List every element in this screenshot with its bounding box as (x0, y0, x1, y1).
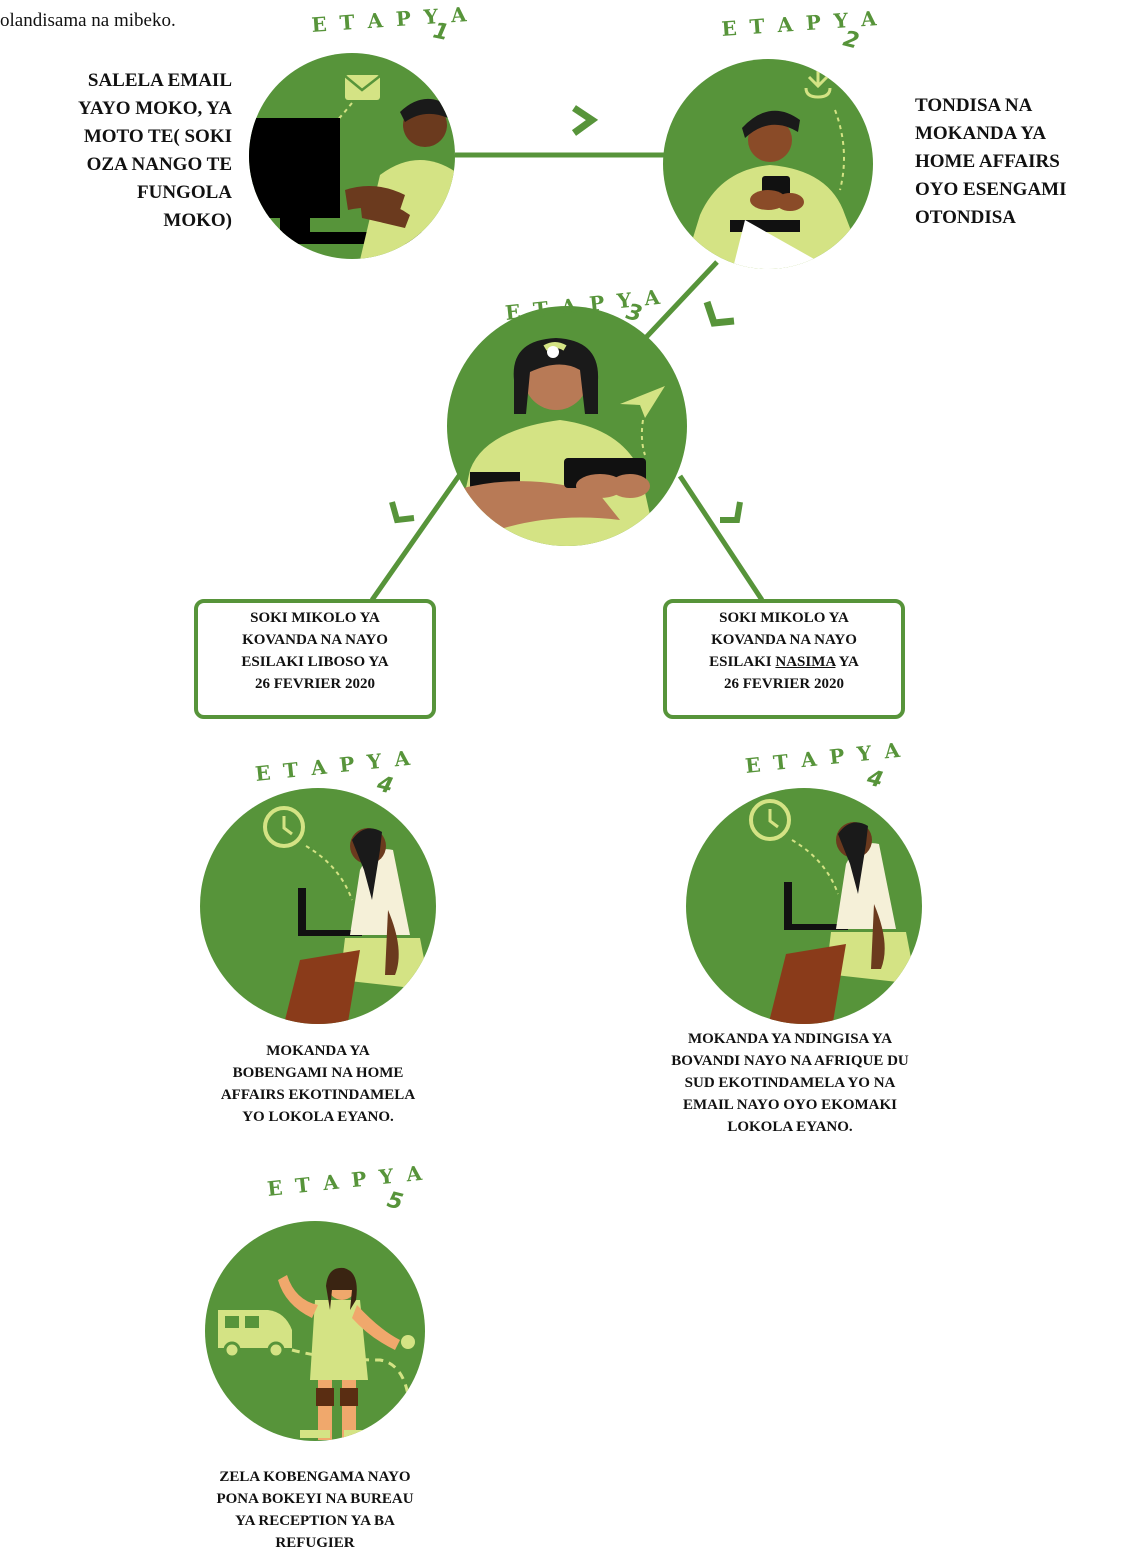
clock-icon (749, 799, 791, 841)
svg-text:2: 2 (841, 27, 862, 55)
condition-box-after: SOKI MIKOLO YA KOVANDA NA NAYO ESILAKI N… (663, 599, 905, 719)
step-4a-caption: MOKANDA YA BOBENGAMI NA HOME AFFAIRS EKO… (220, 1043, 416, 1125)
step-5-illustration (205, 1221, 425, 1441)
etapa-label-5: E T A P Y A 5 (266, 1161, 426, 1216)
step-1-text: SALELA EMAIL YAYO MOKO, YA MOTO TE( SOKI… (78, 70, 232, 231)
connector-2-3 (635, 260, 719, 349)
arrow-down-right-icon (720, 501, 743, 523)
step-1-illustration (249, 53, 455, 259)
emphasis-nasima: NASIMA (775, 654, 836, 670)
clock-icon (263, 806, 305, 848)
etapa-label-4b: E T A P Y A 4 (744, 738, 904, 794)
etapa-label-1: E T A P Y A 1 (311, 2, 471, 46)
svg-text:1: 1 (431, 18, 451, 46)
svg-text:4: 4 (864, 765, 886, 793)
svg-text:5: 5 (385, 1188, 406, 1216)
step-4b-illustration (686, 788, 922, 1024)
arrow-down-left-icon-2 (389, 501, 415, 524)
arrow-down-left-icon (703, 300, 735, 327)
connector-3-right (677, 474, 765, 602)
step-2-text: TONDISA NA MOKANDA YA HOME AFFAIRS OYO E… (915, 95, 1067, 228)
condition-box-before: SOKI MIKOLO YA KOVANDA NA NAYO ESILAKI L… (194, 599, 436, 719)
step-3-illustration (447, 306, 687, 546)
connector-3-left (369, 468, 466, 602)
step-4b-caption: MOKANDA YA NDINGISA YA BOVANDI NAYO NA A… (671, 1031, 909, 1135)
step-2-illustration (663, 59, 873, 269)
intro-text: olandisama na mibeko. (0, 10, 176, 31)
svg-text:4: 4 (374, 771, 396, 799)
paper-plane-icon (620, 386, 665, 418)
svg-text:3: 3 (624, 300, 645, 328)
arrow-right-icon (571, 105, 599, 136)
etapa-label-2: E T A P Y A 2 (721, 6, 881, 55)
step-5-caption: ZELA KOBENGAMA NAYO PONA BOKEYI NA BUREA… (216, 1469, 414, 1551)
step-4a-illustration (200, 788, 436, 1024)
